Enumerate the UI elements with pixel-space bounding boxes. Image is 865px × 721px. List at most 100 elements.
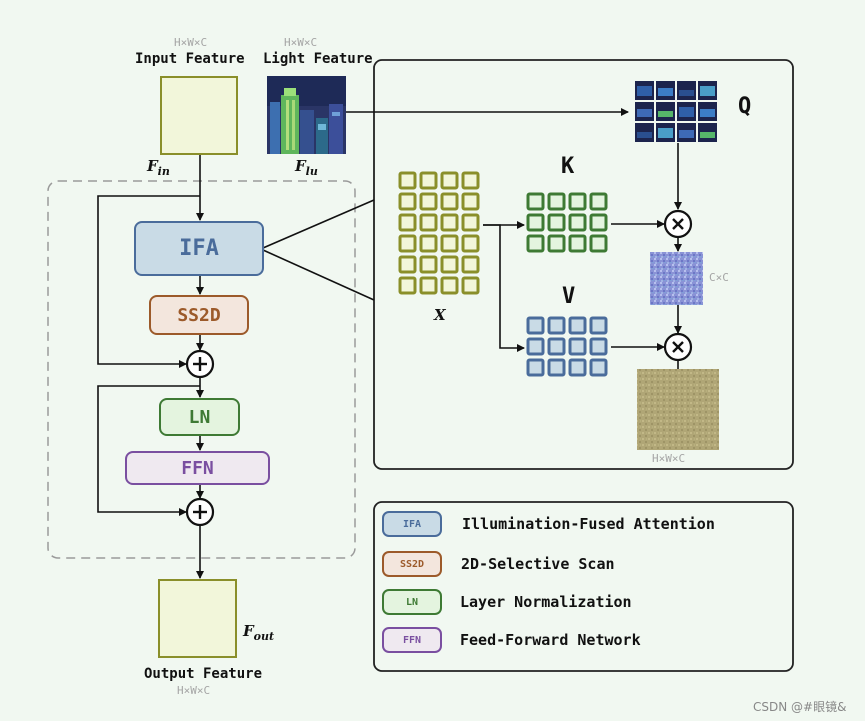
q-patch-content [658, 128, 673, 138]
watermark: CSDN @#眼镜& [753, 700, 847, 714]
kgrid-cell [589, 192, 608, 211]
xgrid-cell [398, 234, 417, 253]
light-feature-image [267, 76, 346, 154]
q-patch-content [700, 132, 715, 138]
kgrid-cell [547, 213, 566, 232]
f-in-subscript: in [157, 165, 170, 178]
add-circle-1 [185, 349, 215, 379]
q-patch-content [700, 109, 715, 117]
attention-output-map [637, 369, 719, 450]
output-feature-box [158, 579, 237, 658]
xgrid-cell [419, 213, 438, 232]
v-label: V [562, 284, 576, 309]
kgrid-cell [547, 234, 566, 253]
output-feature-dims: H×W×C [177, 684, 211, 697]
xgrid-cell [419, 255, 438, 274]
xgrid-cell [398, 276, 417, 295]
xgrid-cell [461, 276, 480, 295]
q-patch-content [637, 86, 652, 96]
q-patch-content [679, 107, 694, 117]
k-label: K [561, 154, 575, 179]
add-circle-2 [185, 497, 215, 527]
x-grid [398, 171, 480, 295]
ifa-expand-line-top [262, 199, 375, 249]
output-feature-label: Output Feature [144, 666, 263, 682]
xgrid-cell [461, 255, 480, 274]
legend-ffn-text: Feed-Forward Network [460, 631, 641, 649]
f-lu-letter: F [295, 157, 306, 175]
xgrid-cell [419, 192, 438, 211]
xgrid-cell [419, 234, 438, 253]
legend-ifa-chip: IFA [382, 511, 442, 537]
q-patch-content [658, 111, 673, 117]
q-patch-content [700, 86, 715, 96]
legend-ss2d-text: 2D-Selective Scan [461, 555, 615, 573]
kgrid-cell [589, 234, 608, 253]
legend-ln-text: Layer Normalization [460, 593, 632, 611]
xgrid-cell [419, 171, 438, 190]
q-patch-grid [635, 81, 717, 142]
kgrid-cell [526, 192, 545, 211]
vgrid-cell [568, 316, 587, 335]
f-in-symbol: Fin [147, 157, 170, 178]
input-feature-dims: H×W×C [174, 36, 208, 49]
f-lu-symbol: Flu [295, 157, 318, 178]
xgrid-cell [461, 234, 480, 253]
kgrid-cell [568, 213, 587, 232]
f-out-letter: F [243, 622, 254, 640]
xgrid-cell [461, 213, 480, 232]
vgrid-cell [547, 358, 566, 377]
kgrid-cell [526, 213, 545, 232]
light-feature-label: Light Feature [263, 51, 373, 67]
ln-block: LN [159, 398, 240, 436]
ifa-expand-line-bottom [262, 249, 375, 301]
ss2d-block: SS2D [149, 295, 249, 335]
x-to-v-line [483, 224, 525, 352]
ifa-block: IFA [134, 221, 264, 276]
legend-ln-chip: LN [382, 589, 442, 615]
residual-path-1 [97, 195, 200, 368]
vgrid-cell [568, 358, 587, 377]
kgrid-cell [568, 192, 587, 211]
xgrid-cell [398, 255, 417, 274]
legend-panel [373, 501, 794, 672]
xgrid-cell [440, 255, 459, 274]
cc-attention-map [650, 252, 703, 305]
vgrid-cell [547, 337, 566, 356]
xgrid-cell [440, 276, 459, 295]
legend-ifa-text: Illumination-Fused Attention [462, 515, 715, 533]
attention-detail-panel [373, 59, 794, 470]
kgrid-cell [589, 213, 608, 232]
kgrid-cell [526, 234, 545, 253]
q-label: Q [738, 94, 752, 119]
vgrid-cell [589, 316, 608, 335]
xgrid-cell [440, 171, 459, 190]
vgrid-cell [526, 337, 545, 356]
vgrid-cell [547, 316, 566, 335]
kgrid-cell [568, 234, 587, 253]
xgrid-cell [461, 192, 480, 211]
attention-output-dims: H×W×C [652, 452, 686, 465]
x-label: X [434, 306, 446, 324]
residual-path-2 [97, 385, 200, 516]
xgrid-cell [440, 213, 459, 232]
input-feature-box [160, 76, 238, 155]
mamba-block-region [47, 180, 356, 559]
legend-ffn-chip: FFN [382, 627, 442, 653]
multiply-circle-1 [663, 209, 693, 239]
q-patch-content [637, 132, 652, 138]
k-grid [526, 192, 608, 253]
f-out-symbol: Fout [243, 622, 274, 643]
f-in-letter: F [147, 157, 158, 175]
input-feature-label: Input Feature [135, 51, 245, 67]
light-feature-dims: H×W×C [284, 36, 318, 49]
xgrid-cell [461, 171, 480, 190]
v-grid [526, 316, 608, 377]
kgrid-cell [547, 192, 566, 211]
legend-ss2d-chip: SS2D [382, 551, 442, 577]
xgrid-cell [398, 171, 417, 190]
f-lu-subscript: lu [305, 165, 318, 178]
vgrid-cell [589, 358, 608, 377]
q-patch-content [637, 109, 652, 117]
